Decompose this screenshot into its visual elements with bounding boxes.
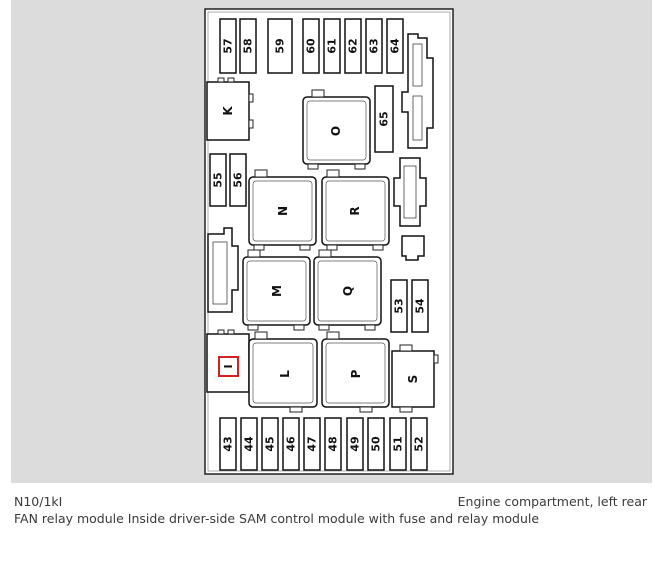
svg-text:64: 64	[389, 38, 402, 54]
fuse-43: 43	[219, 417, 237, 471]
fuse-61: 61	[323, 18, 341, 74]
svg-text:65: 65	[378, 111, 391, 126]
svg-text:L: L	[278, 370, 292, 378]
svg-text:S: S	[406, 375, 420, 384]
svg-text:48: 48	[327, 436, 340, 451]
component-code: N10/1kI	[14, 494, 63, 509]
svg-text:O: O	[329, 126, 343, 136]
svg-text:P: P	[349, 369, 363, 378]
connector-small-right	[401, 235, 425, 261]
svg-text:I: I	[222, 364, 235, 368]
svg-text:51: 51	[392, 436, 405, 451]
diagram-panel: 57 58 59 60 61 62 63 64 K O 65 55 56 N	[11, 0, 652, 483]
svg-text:Q: Q	[341, 286, 355, 296]
fuse-58: 58	[239, 18, 257, 74]
fuse-49: 49	[346, 417, 364, 471]
fuse-63: 63	[365, 18, 383, 74]
svg-text:56: 56	[232, 172, 245, 188]
svg-text:49: 49	[349, 436, 362, 451]
svg-text:62: 62	[347, 38, 360, 53]
svg-text:44: 44	[243, 436, 256, 452]
fuse-60: 60	[302, 18, 320, 74]
fuse-51: 51	[389, 417, 407, 471]
relay-K: K	[206, 77, 254, 141]
fuse-48: 48	[324, 417, 342, 471]
fuse-44: 44	[240, 417, 258, 471]
fuse-62: 62	[344, 18, 362, 74]
svg-text:54: 54	[414, 298, 427, 314]
fuse-65: 65	[374, 85, 394, 153]
relay-R: R	[321, 169, 390, 251]
highlight-box	[218, 356, 239, 377]
svg-text:50: 50	[370, 436, 383, 452]
fuse-52: 52	[410, 417, 428, 471]
fuse-64: 64	[386, 18, 404, 74]
component-location: Engine compartment, left rear	[457, 494, 647, 509]
connector-mid-right	[393, 157, 427, 227]
fuse-box-diagram: 57 58 59 60 61 62 63 64 K O 65 55 56 N	[204, 8, 454, 475]
svg-text:61: 61	[326, 38, 339, 53]
fuse-54: 54	[411, 279, 429, 333]
fuse-45: 45	[261, 417, 279, 471]
svg-text:45: 45	[264, 436, 277, 451]
fuse-50: 50	[367, 417, 385, 471]
fuse-46: 46	[282, 417, 300, 471]
svg-text:52: 52	[413, 436, 426, 451]
svg-text:46: 46	[285, 436, 298, 452]
svg-text:M: M	[270, 285, 284, 297]
fuse-55: 55	[209, 153, 227, 207]
relay-O: O	[302, 89, 371, 170]
component-description: FAN relay module Inside driver-side SAM …	[14, 511, 540, 526]
svg-text:59: 59	[274, 38, 287, 53]
relay-S: S	[391, 344, 439, 413]
svg-text:57: 57	[222, 38, 235, 53]
relay-P: P	[321, 331, 390, 413]
svg-text:N: N	[276, 206, 290, 216]
svg-text:53: 53	[393, 298, 406, 313]
relay-N: N	[248, 169, 317, 251]
fuse-47: 47	[303, 417, 321, 471]
svg-text:K: K	[221, 106, 235, 116]
svg-text:60: 60	[305, 38, 318, 54]
relay-L: L	[248, 331, 318, 413]
svg-text:63: 63	[368, 38, 381, 53]
fuse-57: 57	[219, 18, 237, 74]
connector-top-right	[401, 33, 434, 149]
svg-text:58: 58	[242, 38, 255, 53]
svg-text:55: 55	[212, 172, 225, 187]
fuse-59: 59	[267, 18, 293, 74]
fuse-53: 53	[390, 279, 408, 333]
connector-left	[207, 227, 239, 313]
svg-text:R: R	[348, 206, 362, 215]
relay-I: I	[206, 329, 250, 393]
relay-M: M	[242, 249, 311, 331]
svg-text:47: 47	[306, 436, 319, 451]
svg-text:43: 43	[222, 436, 235, 451]
relay-Q: Q	[313, 249, 382, 331]
fuse-56: 56	[229, 153, 247, 207]
